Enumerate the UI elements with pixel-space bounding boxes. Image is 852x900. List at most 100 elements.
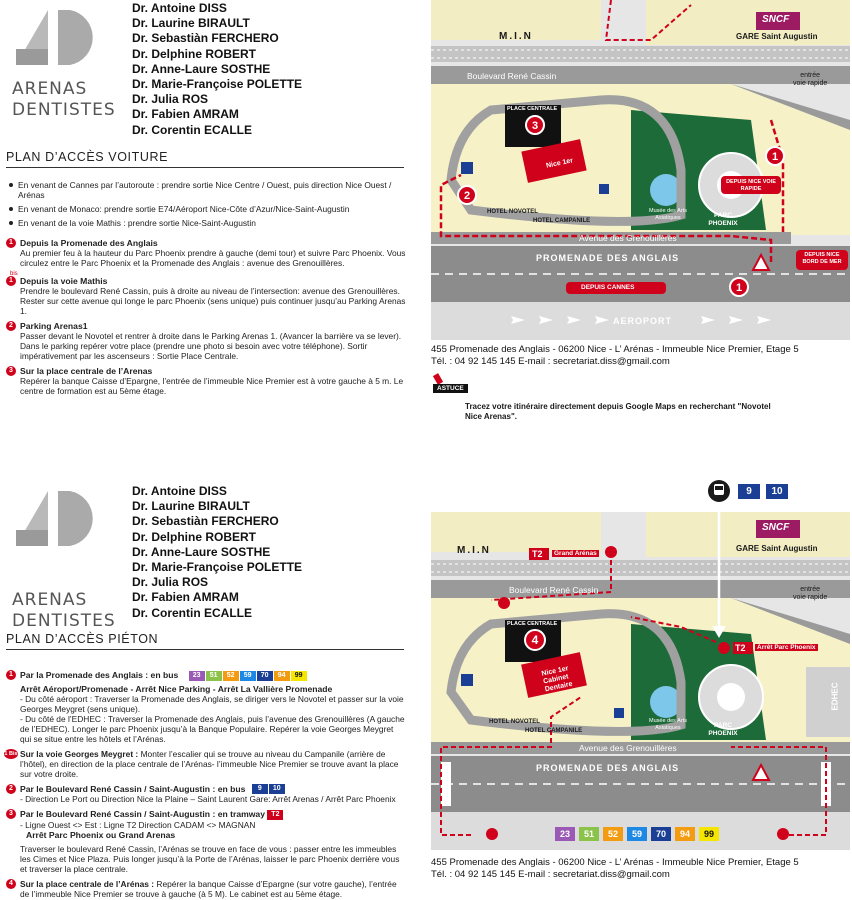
step-number-badge: 2 [6, 783, 16, 794]
doctor-name: Dr. Laurine BIRAULT [132, 499, 250, 514]
map-label-gare: GARE Saint Augustin [736, 544, 818, 553]
doctor-name: Dr. Corentin ECALLE [132, 605, 253, 620]
ped-step-4: 4 Sur la place centrale de l’Arénas : Re… [6, 879, 406, 899]
bus-line-badge: 52 [603, 826, 623, 841]
car-step-2: 2 Parking Arenas1 Passer devant le Novot… [6, 321, 406, 361]
bus-line-badge: 51 [205, 670, 222, 681]
doctor-name: Dr. Marie-Françoise POLETTE [132, 77, 303, 92]
bus-line-badge: 94 [273, 670, 290, 681]
map-label-novotel: HOTEL NOVOTEL [489, 719, 540, 725]
doctor-name: Dr. Sebastiàn FERCHERO [132, 31, 279, 46]
tip-text: Tracez votre itinéraire directement depu… [465, 402, 771, 421]
step-number-badge: 2 [6, 321, 16, 331]
svg-text:1: 1 [736, 282, 742, 294]
bus-line-badge: 94 [675, 826, 695, 841]
car-instructions: En venant de Cannes par l’autoroute : pr… [6, 180, 406, 401]
map-label-depuis-nice-rapide: DEPUIS NICE VOIE RAPIDE [726, 179, 776, 192]
car-step-1: 1 Depuis la Promenade des Anglais Au pre… [6, 238, 406, 268]
map-label-novotel: HOTEL NOVOTEL [487, 209, 538, 215]
car-bullet: En venant de la voie Mathis : prendre so… [6, 218, 406, 228]
map-label-edhec: EDHEC [830, 682, 840, 711]
map-label-grenouilleres: Avenue des Grenouillères [579, 233, 677, 243]
map-label-aeroport: AEROPORT [613, 316, 673, 326]
address-block: 455 Promenade des Anglais - 06200 Nice -… [431, 344, 799, 367]
step-number-badge: 4 [6, 879, 16, 890]
bus-line-badge: 23 [188, 670, 205, 681]
map-label-campanile: HOTEL CAMPANILE [533, 218, 591, 224]
map-label-depuis-bord-mer: DEPUIS NICE BORD DE MER [802, 252, 842, 265]
bus-line-badge: 52 [222, 670, 239, 681]
doctor-name: Dr. Corentin ECALLE [132, 122, 253, 137]
ad-logo-icon [16, 10, 93, 65]
bus-line-badge: 10 [766, 484, 788, 499]
doctor-name: Dr. Antoine DISS [132, 1, 227, 15]
map-label-depuis-cannes: DEPUIS CANNES [581, 284, 635, 291]
step-number-badge: 1 [6, 238, 16, 248]
address-block: 455 Promenade des Anglais - 06200 Nice -… [431, 857, 799, 880]
car-map-svg: 3 2 1 1 [431, 0, 850, 340]
pedestrian-section-title: PLAN D’ACCÈS PIÉTON [6, 632, 404, 650]
step-number-badge: 1 Bis [4, 748, 18, 759]
bus-line-badge: 10 [268, 784, 285, 795]
map-label-sncf: SNCF [762, 522, 790, 533]
map-label-place-centrale: PLACE CENTRALE [507, 106, 558, 112]
doctor-name: Dr. Antoine DISS [132, 484, 227, 498]
doctor-name: Dr. Julia ROS [132, 92, 209, 107]
map-label-promenade: PROMENADE DES ANGLAIS [536, 253, 680, 263]
ped-step-3: 3 Par le Boulevard René Cassin / Saint-A… [6, 809, 406, 874]
ad-logo-icon [16, 491, 93, 546]
map-label-musee: Musée des Arts Asiatiques [649, 208, 687, 221]
bus-lines-header: 9 10 [708, 480, 852, 504]
map-label-grenouilleres: Avenue des Grenouillères [579, 743, 677, 753]
bus-line-badge: 51 [579, 826, 599, 841]
map-label-place-centrale: PLACE CENTRALE [507, 621, 558, 627]
map-label-bd-cassin: Boulevard René Cassin [509, 585, 599, 595]
bus-icon [708, 480, 730, 502]
svg-text:4: 4 [532, 633, 539, 647]
ped-step-1bis: 1 Bis Sur la voie Georges Meygret : Mont… [4, 748, 399, 779]
bus-line-badge: 23 [555, 826, 575, 841]
pedestrian-access-map: 4 M.I.N T2 Grand Arénas SNCF GARE Saint … [431, 512, 850, 850]
car-bullet: En venant de Cannes par l’autoroute : pr… [6, 180, 406, 200]
bus-line-badge: 99 [290, 670, 307, 681]
ped-step-2: 2 Par le Boulevard René Cassin / Saint-A… [6, 783, 406, 804]
doctor-name: Dr. Fabien AMRAM [132, 107, 239, 122]
bus-line-badge: 70 [651, 826, 671, 841]
bus-line-badge: 70 [256, 670, 273, 681]
doctor-name: Dr. Sebastiàn FERCHERO [132, 514, 279, 529]
pedestrian-instructions: 1 Par la Promenade des Anglais : en bus … [4, 670, 406, 900]
step-number-badge: 1 [6, 670, 16, 680]
map-label-campanile: HOTEL CAMPANILE [525, 728, 583, 734]
svg-text:3: 3 [532, 120, 538, 132]
doctor-name: Dr. Marie-Françoise POLETTE [132, 560, 303, 575]
bus-line-badge: 9 [738, 484, 760, 499]
map-label-musee: Musée des Arts Asiatiques [649, 718, 687, 731]
doctor-name: Dr. Anne-Laure SOSTHE [132, 61, 271, 76]
doctor-name: Dr. Julia ROS [132, 575, 209, 590]
tram-t2-badge: T2 [267, 810, 284, 821]
doctor-name: Dr. Anne-Laure SOSTHE [132, 544, 271, 559]
tip-tag: ASTUCE [433, 384, 468, 393]
map-label-grand-arenas: Grand Arénas [552, 550, 599, 557]
map-label-promenade: PROMENADE DES ANGLAIS [536, 763, 680, 773]
step-number-badge: 3 [6, 809, 16, 820]
step-number-badge: 1 [6, 276, 16, 286]
bus-line-badge: 9 [251, 784, 268, 795]
map-label-parc: PARC PHOENIX [708, 212, 738, 227]
bus-line-badge: 59 [239, 670, 256, 681]
map-label-t2-parc: T2 [735, 643, 746, 653]
ped-step-1: 1 Par la Promenade des Anglais : en bus … [6, 670, 406, 744]
step-number-badge: 3 [6, 366, 16, 376]
car-access-map: 3 2 1 1 M.I.N [431, 0, 850, 340]
